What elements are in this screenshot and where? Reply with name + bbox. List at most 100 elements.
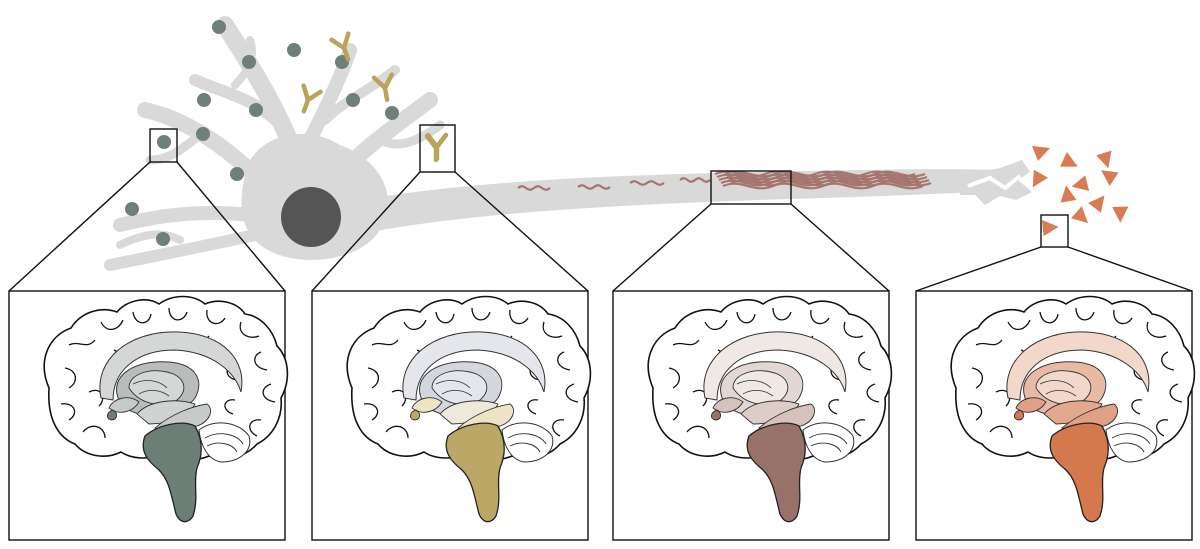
zoom-box [149,128,178,163]
zoom-box [419,124,456,173]
cortex-sulcus [385,425,409,439]
cortex-sulcus [853,419,866,437]
cortex-sulcus [68,339,96,346]
protein-dot [287,43,301,57]
cortex-sulcus [866,383,880,403]
antibody-shape [371,72,395,103]
protein-dot [385,106,399,120]
tau-fibril [679,177,711,183]
protein-dot [249,103,263,117]
cerebellum-fold [810,442,842,453]
cortex-sulcus [810,309,830,325]
cerebellum [501,422,554,463]
brain-fragment [950,295,1196,523]
cortex-sulcus [552,419,565,437]
zoom-box [710,170,792,205]
cerebellum [1105,422,1158,463]
cortex-sulcus [435,311,455,324]
antibody [301,83,323,114]
cortex-sulcus [989,425,1013,439]
protein-dot [197,93,211,107]
cortex-sulcus [1007,319,1031,330]
protein-fragment [1032,146,1050,161]
cortex-sulcus [471,307,491,321]
protein-fragment [1112,206,1129,223]
inner-lines [736,380,774,397]
cortex-sulcus [1113,309,1133,325]
tau-tangle-strand [728,176,930,184]
cortex-sulcus [363,403,379,421]
antibody [371,72,395,103]
brainstem-region [746,422,806,523]
cortex-sulcus [82,425,106,439]
tau-tangles [517,170,932,191]
nucleus [281,187,341,247]
cortex-sulcus [858,351,872,371]
cerebellum [198,422,251,463]
brain-antibody [346,295,592,523]
protein-dot [156,232,170,246]
protein-fragment [1032,169,1048,188]
pituitary [410,409,420,421]
hypothalamus-region [411,397,443,413]
protein-fragment [1071,206,1089,224]
cortex-sulcus [1156,419,1169,437]
cortex-sulcus [557,351,571,371]
cerebellum-fold [1113,442,1145,453]
pituitary [107,409,117,421]
tau-tangle-strand [726,173,928,181]
cortex-sulcus [828,399,840,415]
cerebellum-fold [509,442,541,453]
protein-dot [212,20,226,34]
tau-fibril [577,184,611,190]
antibody-shape [301,83,323,114]
cortex-sulcus [668,367,680,389]
pituitary [711,409,721,421]
protein-fragment [1060,185,1077,203]
cortex-sulcus [967,403,983,421]
zoom-line-left [612,203,712,292]
cortex-sulcus [1039,311,1059,324]
protein-fragment [1100,170,1119,186]
cortex-sulcus [371,339,399,346]
brainstem-region [1049,422,1109,523]
brain-panels [43,295,1196,523]
zoom-line-left [8,161,151,292]
cortex-sulcus [664,403,680,421]
cortex-sulcus [254,351,268,371]
cortex-sulcus [1131,399,1143,415]
cortex-sulcus [772,307,792,321]
hypothalamus-region [1015,397,1047,413]
cortex-sulcus [1146,321,1167,338]
protein-dot [230,167,244,181]
protein-dot [157,135,171,149]
cortex-sulcus [542,321,563,338]
cingulate-region [402,331,546,401]
cortex-sulcus [224,399,236,415]
brainstem-region [142,422,202,523]
cortex-sulcus [704,319,728,330]
protein-fragment [1071,175,1090,192]
inner-lines [435,380,473,397]
cingulate-region [99,331,243,401]
brain-dots [43,295,289,523]
protein-dot [242,55,256,69]
pituitary [1014,409,1024,421]
cortex-sulcus [509,309,529,325]
cortex-sulcus [843,321,864,338]
cortex-sulcus [736,311,756,324]
antibody-shape [425,132,449,162]
antibody-shape [329,31,351,62]
zoom-line-left [311,171,421,292]
cortex-sulcus [64,367,76,389]
antibody [425,132,449,162]
zoom-box [1040,214,1069,248]
cortex-sulcus [971,367,983,389]
axon-terminal-crack [967,174,1022,191]
hypothalamus-region [712,397,744,413]
protein-dot [125,202,139,216]
cingulate-region [1006,331,1150,401]
zoom-line-right [176,161,286,292]
protein-fragment [1060,152,1078,167]
cortex-sulcus [565,383,579,403]
